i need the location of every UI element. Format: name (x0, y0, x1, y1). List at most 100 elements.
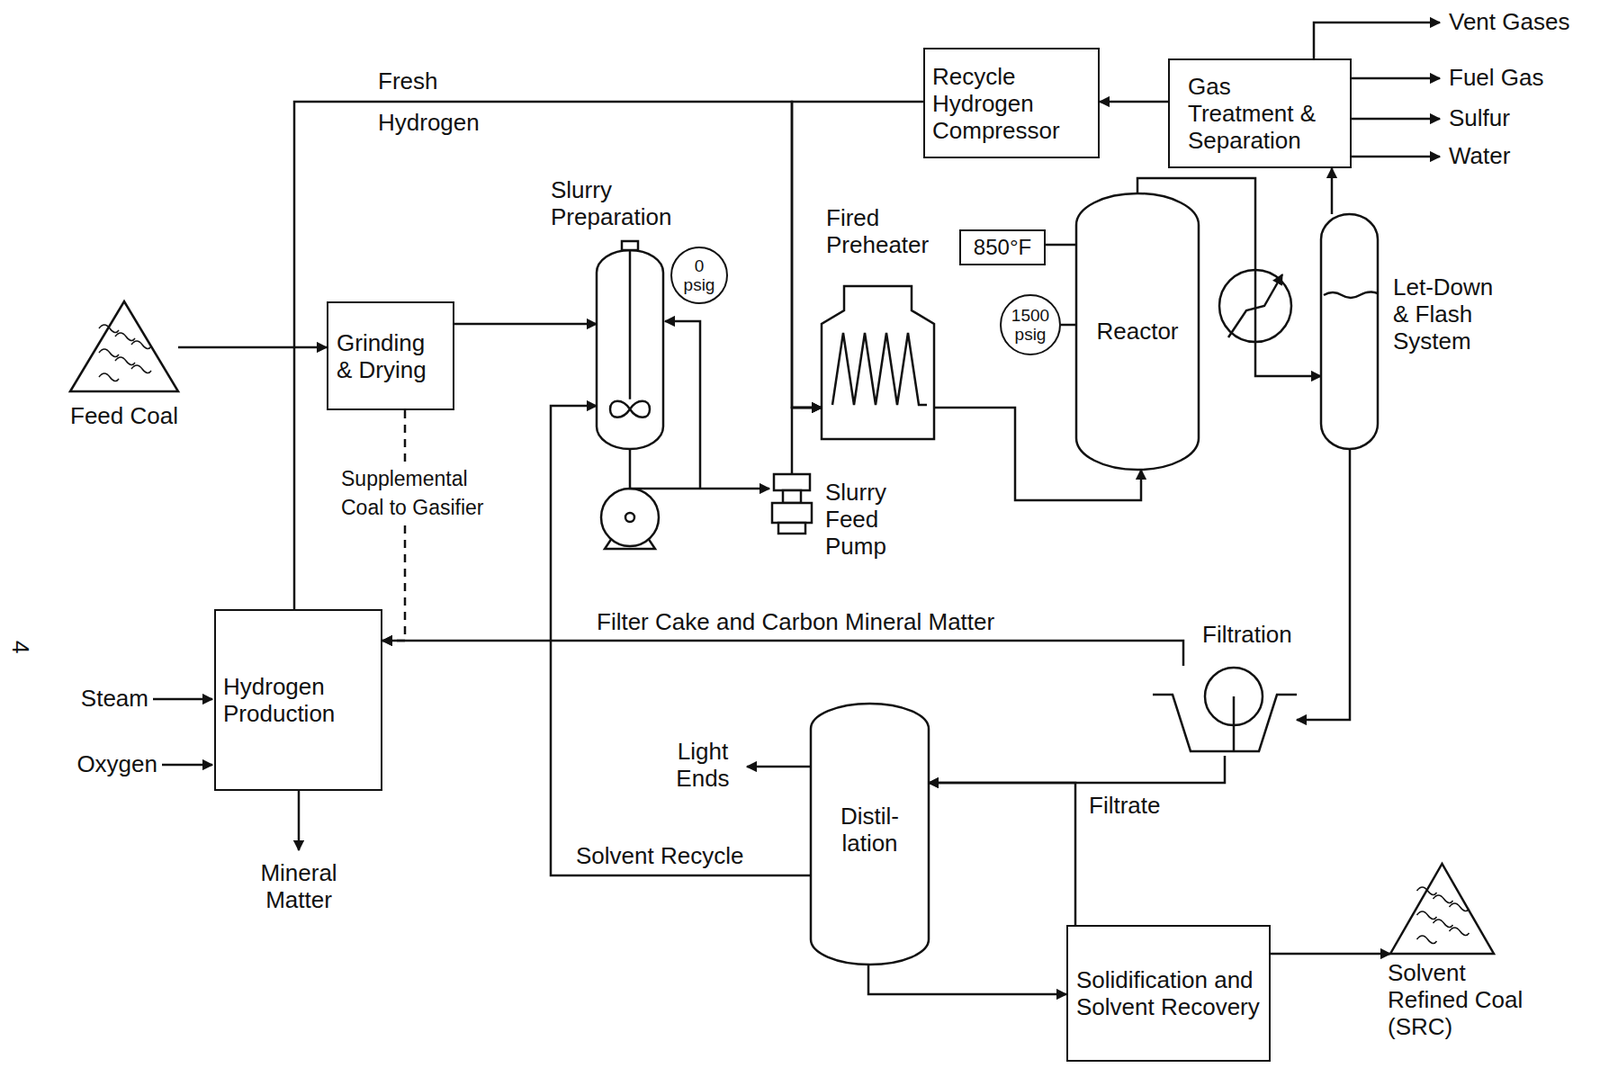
circulating-pump (601, 488, 659, 547)
flow-line (1099, 100, 1169, 104)
reactor-outline (1076, 193, 1199, 470)
process-box: Gas Treatment & Separation (1168, 58, 1352, 169)
process-box: Hydrogen Production (214, 609, 383, 792)
slurry-feed-pump: Slurry Feed Pump (769, 474, 815, 542)
vessel-outline (596, 250, 664, 450)
pressure-gauge: 0 psig (670, 246, 729, 305)
fired-preheater-shape (821, 269, 935, 440)
steam-arrow (152, 698, 213, 702)
node-label: Reactor (1076, 317, 1199, 345)
coal-texture (1433, 895, 1454, 904)
node-label: Distil- lation (810, 802, 929, 857)
flow-line (454, 323, 597, 326)
agitator-motor (621, 241, 639, 251)
slurry-vessel-shape (596, 250, 664, 450)
coal-texture (98, 349, 119, 358)
pressure-gauge: 1500 psig (999, 294, 1061, 356)
liquid-level (1323, 291, 1378, 298)
coal-texture (98, 373, 119, 382)
stream-label: Oxygen (17, 750, 158, 778)
product-pile: Solvent Refined Coal (SRC) (1390, 863, 1494, 954)
stream-label: Sulfur (1448, 104, 1593, 132)
heater-coil (832, 332, 927, 405)
rotary-filter: Filtration (1152, 665, 1297, 756)
coal-texture (1417, 935, 1438, 944)
agitator-shaft (629, 250, 632, 400)
sulfur-arrow (1351, 117, 1440, 121)
flow-line (928, 782, 1076, 926)
stream-label: Water (1448, 142, 1593, 170)
coal-texture (1417, 887, 1438, 896)
node-label: Slurry Preparation (550, 176, 704, 231)
fuel-gas-arrow (1351, 77, 1440, 81)
node-label: Feed Coal (61, 402, 188, 430)
node-label: 850°F (973, 235, 1032, 260)
reactor-vessel: Reactor (1076, 193, 1199, 470)
rotary-filter-shape (1152, 665, 1297, 756)
coal-texture (131, 341, 152, 350)
coal-pile: Feed Coal (70, 301, 179, 392)
column-outline (810, 703, 929, 965)
flash-vessel: Let-Down & Flash System (1321, 214, 1378, 450)
coal-pile-shape (70, 301, 179, 392)
node-label: Hydrogen Production (223, 673, 374, 728)
coal-texture (131, 365, 152, 374)
flow-line (1060, 323, 1077, 327)
stream-label: Mineral Matter (235, 859, 362, 914)
water-arrow (1351, 155, 1440, 159)
flow-label: Supplemental Coal to Gasifier (338, 462, 497, 524)
flow-line (1296, 449, 1350, 720)
node-label: Solvent Refined Coal (SRC) (1387, 959, 1541, 1041)
node-label: Grinding & Drying (336, 329, 445, 384)
stream-label: Steam (17, 684, 149, 712)
flow-line (1330, 168, 1334, 215)
oxygen-arrow (161, 764, 213, 767)
flow-line (382, 640, 1184, 666)
coal-texture (115, 357, 135, 366)
node-label: Recycle Hydrogen Compressor (932, 62, 1091, 144)
node-label: Filtration (1202, 620, 1333, 648)
vessel-outline (1321, 214, 1378, 450)
coal-texture (115, 332, 135, 342)
flow-line (382, 410, 405, 641)
node-label: Let-Down & Flash System (1393, 273, 1511, 355)
process-box: Solidification and Solvent Recovery (1066, 925, 1271, 1062)
coal-texture (1433, 919, 1454, 928)
fired-preheater: Fired Preheater (821, 269, 935, 440)
slurry-vessel: Slurry Preparation (596, 250, 664, 450)
coal-texture (1417, 911, 1438, 920)
coal-texture (1449, 927, 1470, 936)
coal-pile (1390, 863, 1494, 954)
flow-line (791, 407, 822, 475)
node-label: 0 psig (676, 256, 722, 295)
pump-neck (782, 490, 801, 504)
distillation-column: Distil- lation (810, 703, 929, 965)
stream-label: Light Ends (664, 737, 742, 792)
node-label: Gas Treatment & Separation (1187, 72, 1332, 154)
product-pile-shape (1390, 863, 1494, 954)
pump-body (772, 503, 812, 523)
flow-line (294, 101, 822, 610)
vent-arrow (1313, 22, 1440, 59)
flow-label: Filter Cake and Carbon Mineral Matter (596, 608, 1137, 636)
flow-label: Fresh Hydrogen (377, 60, 491, 144)
flow-line (868, 964, 1067, 995)
flash-vessel-shape (1321, 214, 1378, 450)
filter-shaft (1232, 696, 1236, 752)
pump-base (778, 522, 806, 534)
flow-line (928, 755, 1225, 783)
node-label: Slurry Feed Pump (825, 478, 929, 560)
slurry-feed-pump-shape (769, 474, 815, 542)
pump-hub (625, 512, 635, 522)
pump-head (773, 474, 810, 491)
page-number: 4 (7, 640, 35, 668)
flow-line (1270, 952, 1391, 956)
coal-pile (70, 301, 179, 392)
coal-texture (98, 324, 119, 333)
flow-line (178, 346, 327, 350)
flow-line (550, 405, 811, 876)
recirculation-line (665, 321, 701, 489)
coal-texture (1449, 903, 1470, 912)
node-label: Fired Preheater (826, 204, 953, 259)
